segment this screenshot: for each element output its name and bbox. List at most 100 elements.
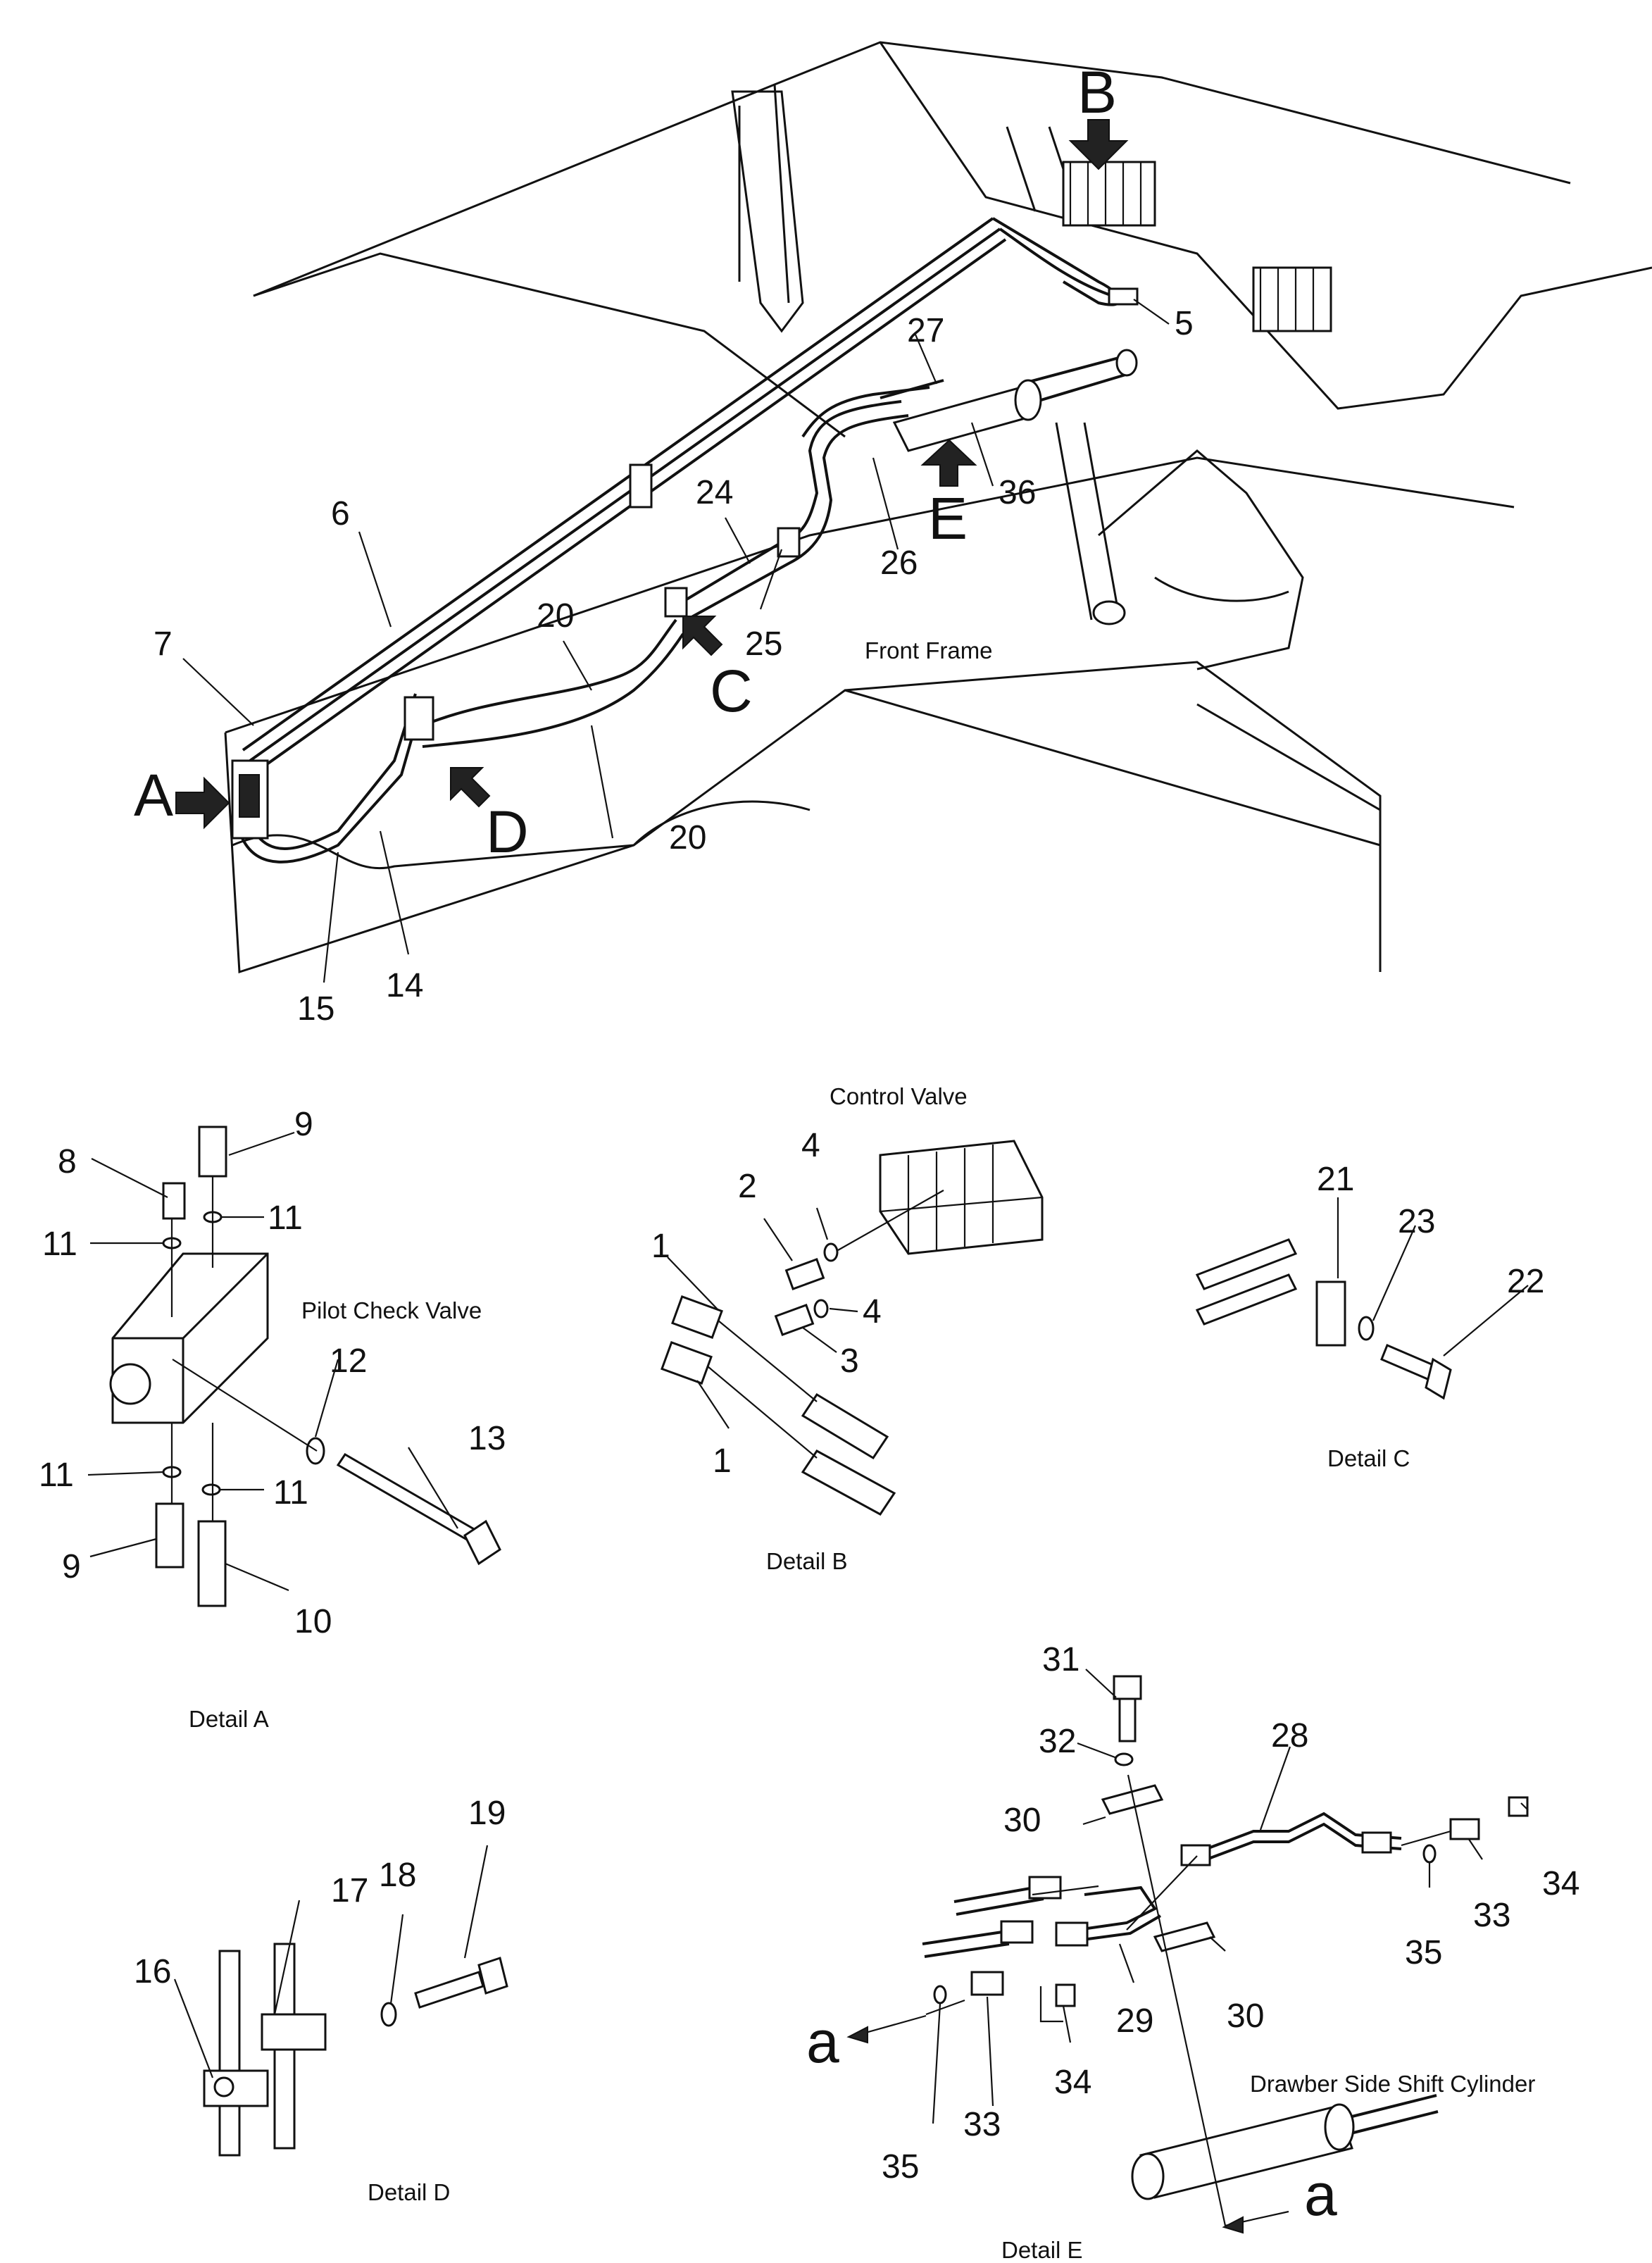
callout-30-lower: 30	[1227, 1997, 1264, 2035]
callout-20-lower: 20	[669, 819, 706, 856]
callout-34-left: 34	[1054, 2064, 1091, 2101]
view-arrow-E	[920, 439, 977, 487]
callout-5: 5	[1175, 305, 1194, 342]
fitting-10	[197, 1520, 227, 1607]
hose-fitting-lower	[1000, 1920, 1034, 1944]
view-letter-D: D	[486, 799, 529, 865]
caption-detail-c: Detail C	[1327, 1445, 1410, 1471]
callout-11-c: 11	[39, 1457, 74, 1494]
fitting-2	[784, 1258, 825, 1290]
pipe-d-left	[218, 1950, 241, 2157]
callout-8: 8	[58, 1143, 77, 1180]
callout-24: 24	[696, 474, 733, 511]
fitting-3	[774, 1304, 815, 1336]
callout-21: 21	[1317, 1161, 1354, 1198]
view-arrow-B	[1068, 119, 1129, 170]
fitting-28-left	[1180, 1844, 1211, 1866]
view-arrow-A	[175, 776, 230, 830]
callout-22: 22	[1507, 1263, 1544, 1300]
hose-end-lower	[801, 1450, 896, 1516]
washer-18	[380, 2002, 397, 2027]
washer-32	[1114, 1752, 1134, 1766]
pipe-20-upper	[422, 618, 677, 727]
bolt-31-head	[1113, 1675, 1142, 1700]
arrow-a-left-head	[846, 2026, 868, 2044]
frame-ridge	[253, 84, 846, 438]
clamp-16-bolt	[213, 2076, 234, 2097]
callout-4-lower: 4	[863, 1293, 882, 1330]
pipe-pair-c-lower	[1195, 1273, 1298, 1326]
main-assembly-view: A B C D E 5 6 7 14 15 20 20 24 25 26 27 …	[134, 41, 1652, 1028]
connector-a-right: a	[1304, 2162, 1337, 2228]
clamp-C	[664, 587, 688, 618]
callout-6: 6	[331, 495, 350, 532]
view-arrow-D	[450, 767, 491, 808]
clamp-21	[1315, 1280, 1346, 1347]
part-5-fitting	[1108, 287, 1139, 306]
cylinder-36-rod-end	[1115, 349, 1138, 377]
callout-12: 12	[330, 1342, 367, 1380]
bolt-19-head	[477, 1957, 508, 1995]
callout-11-a: 11	[268, 1199, 303, 1237]
detail-b-axes	[707, 1190, 944, 1459]
clamp-17	[261, 2013, 327, 2051]
detail-e-leaders	[932, 1669, 1529, 2124]
pipe-27	[880, 379, 944, 399]
fitting-33-right	[1449, 1818, 1480, 1840]
view-letter-C: C	[710, 658, 753, 724]
clamp-16	[203, 2069, 269, 2107]
label-front-frame: Front Frame	[865, 637, 993, 663]
control-valve-B	[1062, 161, 1156, 227]
callout-9-top: 9	[294, 1106, 313, 1143]
view-letter-A: A	[134, 762, 173, 828]
detail-e-axes	[925, 1774, 1451, 2226]
clamp-30-upper	[1101, 1784, 1164, 1815]
callout-34-right: 34	[1542, 1865, 1579, 1902]
pipe-26	[801, 386, 930, 438]
drawbar-cylinder-gland	[1324, 2103, 1355, 2151]
clamp-24	[777, 527, 801, 558]
detail-e: 31 32 28 30 34 33 35 30 29 34 33 35 a a …	[806, 1641, 1579, 2263]
callout-4-upper: 4	[801, 1127, 820, 1164]
label-drawbar-cylinder: Drawber Side Shift Cylinder	[1250, 2071, 1535, 2097]
caption-detail-a: Detail A	[189, 1706, 269, 1732]
bolt-19	[414, 1971, 484, 2009]
pipe-pair-c-upper	[1195, 1238, 1298, 1290]
fitting-29	[1055, 1921, 1089, 1947]
callout-35-right: 35	[1405, 1934, 1442, 1971]
control-valve-drawing	[879, 1140, 1044, 1255]
pilot-check-valve-block	[111, 1252, 269, 1424]
callout-17: 17	[331, 1872, 368, 1909]
oring-4-lower	[813, 1299, 829, 1318]
pipe-25	[686, 414, 909, 621]
oring-11-bottom-right	[201, 1483, 221, 1496]
elbow-1-upper	[671, 1295, 723, 1339]
view-letter-E: E	[928, 485, 968, 551]
callout-25: 25	[745, 625, 782, 663]
callout-16: 16	[134, 1953, 171, 1990]
pipe-15	[238, 700, 424, 864]
clamp-mid	[629, 463, 653, 509]
detail-b: 4 2 1 4 3 1 Control Valve Detail B	[651, 1083, 1044, 1574]
callout-15: 15	[297, 990, 334, 1028]
callout-31: 31	[1042, 1641, 1080, 1678]
callout-29: 29	[1116, 2002, 1153, 2040]
oring-35-right	[1422, 1844, 1437, 1864]
view-arrow-C	[682, 616, 723, 656]
arrow-a-right-head	[1222, 2216, 1244, 2234]
frame-rear-contour	[1098, 449, 1304, 671]
caption-detail-b: Detail B	[766, 1548, 848, 1574]
view-letter-B: B	[1077, 59, 1117, 125]
fitting-9-top	[198, 1126, 227, 1178]
callout-1-upper: 1	[651, 1228, 670, 1265]
cylinder-36-body	[892, 386, 1037, 452]
callout-23: 23	[1398, 1203, 1435, 1240]
pipe-5	[991, 217, 1121, 306]
callout-11-b: 11	[42, 1226, 77, 1263]
callout-1-lower: 1	[713, 1442, 732, 1480]
leader-lines-main	[182, 299, 1170, 983]
valve-knob	[109, 1363, 151, 1405]
caption-detail-d: Detail D	[368, 2179, 450, 2205]
callout-33-left: 33	[963, 2106, 1001, 2143]
